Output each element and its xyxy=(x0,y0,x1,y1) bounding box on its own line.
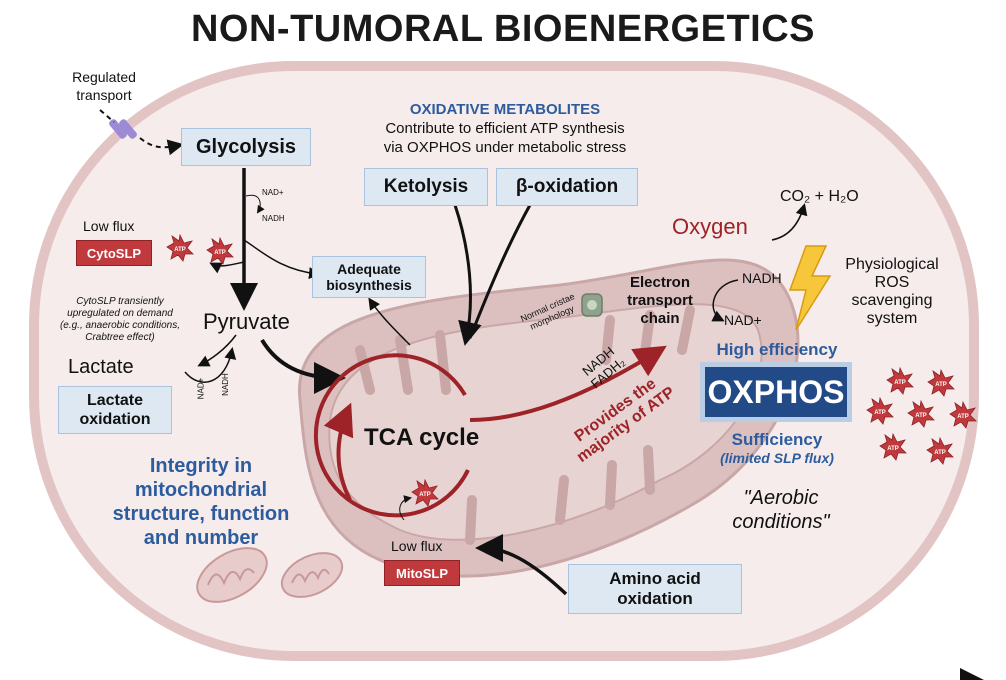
integrity-line: structure, function xyxy=(112,503,290,525)
small-mitochondria xyxy=(196,547,344,603)
nadh-label: NADH xyxy=(262,214,285,223)
box-line: Amino acid xyxy=(609,569,701,588)
lactate-label: Lactate xyxy=(68,356,134,378)
nadh-etc-label: NADH xyxy=(742,270,782,286)
tca-cycle-ring xyxy=(313,345,667,518)
integrity-label: Integrity in mitochondrial structure, fu… xyxy=(102,454,300,550)
regulated-transport-label: Regulated transport xyxy=(58,68,150,104)
ros-scavenging-label: Physiological ROS scavenging system xyxy=(830,256,954,328)
page-title: NON-TUMORAL BIOENERGETICS xyxy=(190,8,816,50)
note-line: upregulated on demand xyxy=(67,308,173,319)
mitoslp-box: MitoSLP xyxy=(384,560,460,586)
aerobic-conditions-label: "Aerobic conditions" xyxy=(716,486,846,534)
cyto-low-flux-label: Low flux xyxy=(83,218,135,234)
oxygen-label: Oxygen xyxy=(672,214,748,239)
label-line: Regulated xyxy=(72,69,136,85)
oxphos-box: OXPHOS xyxy=(700,362,852,422)
nad-plus-label: NAD+ xyxy=(262,188,284,197)
box-line: Lactate xyxy=(86,392,144,409)
etc-line: chain xyxy=(640,310,680,327)
nad-plus-etc-label: NAD+ xyxy=(724,312,762,328)
integrity-line: and number xyxy=(143,527,259,549)
glycolysis-box: Glycolysis xyxy=(181,128,311,166)
label-line: transport xyxy=(76,87,132,103)
etc-line: transport xyxy=(627,292,693,309)
cytoslp-box: CytoSLP xyxy=(76,240,152,266)
box-line: Adequate xyxy=(337,261,401,277)
ketolysis-box: Ketolysis xyxy=(364,168,488,206)
ros-line: scavenging xyxy=(851,292,933,309)
co2-water-label: CO₂ + H₂O xyxy=(780,188,859,205)
transporter-icon xyxy=(109,119,137,139)
aerobic-line: "Aerobic xyxy=(743,487,819,509)
mito-low-flux-label: Low flux xyxy=(391,538,443,554)
box-line: oxidation xyxy=(617,589,693,608)
pyruvate-label: Pyruvate xyxy=(203,309,290,334)
adequate-biosynthesis-box: Adequate biosynthesis xyxy=(312,256,426,298)
high-efficiency-label: High efficiency xyxy=(716,340,838,359)
box-line: biosynthesis xyxy=(326,277,412,293)
ros-line: ROS xyxy=(874,274,910,291)
etc-line: Electron xyxy=(629,274,690,291)
beta-oxidation-box: β-oxidation xyxy=(496,168,638,206)
cytoslp-note: CytoSLP transiently upregulated on deman… xyxy=(38,296,202,344)
limited-slp-label: (limited SLP flux) xyxy=(720,450,834,466)
nad-plus-label-lactate: NAD+ xyxy=(196,377,206,400)
note-line: Crabtree effect) xyxy=(85,332,155,343)
cristae-icon xyxy=(581,293,603,317)
tca-cycle-label: TCA cycle xyxy=(364,424,480,451)
electron-transport-chain-label: Electron transport chain xyxy=(610,274,710,328)
integrity-line: mitochondrial xyxy=(134,479,268,501)
play-icon xyxy=(960,668,984,680)
oxidative-metabolites-line: Contribute to efficient ATP synthesis xyxy=(385,120,625,137)
oxidative-metabolites-line: via OXPHOS under metabolic stress xyxy=(383,139,627,156)
nadh-label-lactate: NADH xyxy=(220,373,230,396)
note-line: CytoSLP transiently xyxy=(76,296,164,307)
ros-line: system xyxy=(866,310,918,327)
lightning-icon xyxy=(788,245,832,331)
oxidative-metabolites-block: OXIDATIVE METABOLITES Contribute to effi… xyxy=(352,100,658,157)
aerobic-line: conditions" xyxy=(732,511,830,533)
oxidative-metabolites-header: OXIDATIVE METABOLITES xyxy=(409,101,601,118)
lactate-oxidation-box: Lactate oxidation xyxy=(58,386,172,434)
integrity-line: Integrity in xyxy=(149,455,253,477)
amino-acid-oxidation-box: Amino acid oxidation xyxy=(568,564,742,614)
note-line: (e.g., anaerobic conditions, xyxy=(59,320,181,331)
sufficiency-label: Sufficiency xyxy=(731,430,823,449)
ros-line: Physiological xyxy=(845,256,939,273)
box-line: oxidation xyxy=(79,411,151,428)
